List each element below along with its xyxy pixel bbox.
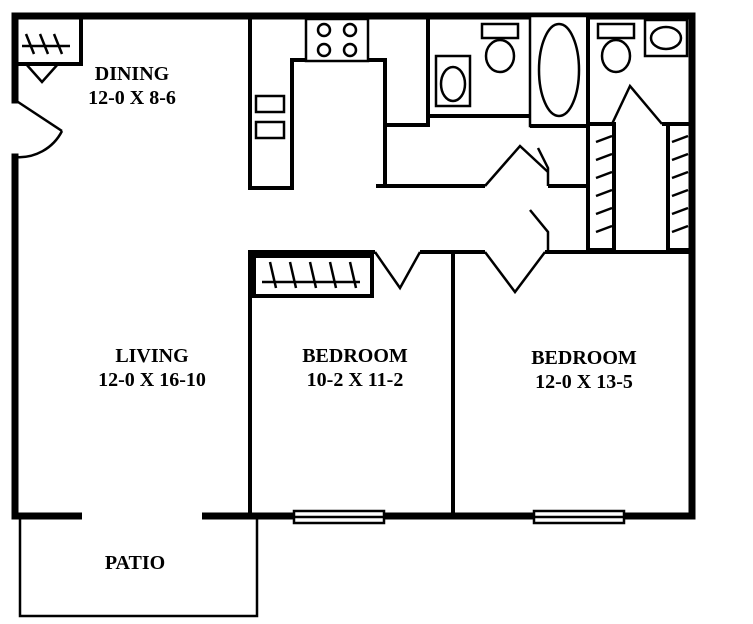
patio [18, 510, 259, 618]
windows [292, 509, 626, 525]
bedroom2-label: BEDROOM [531, 347, 637, 369]
living-dims: 12-0 X 16-10 [98, 369, 206, 391]
entry-door [14, 98, 64, 159]
bedroom2-dims: 12-0 X 13-5 [535, 371, 633, 393]
living-label: LIVING [115, 345, 189, 367]
bath2-toilet-tank [596, 22, 636, 40]
bathroom-2 [586, 16, 692, 250]
kitchen-sink [254, 94, 286, 114]
kitchen [248, 16, 485, 190]
bedroom1-label: BEDROOM [302, 345, 408, 367]
bedroom1-dims: 10-2 X 11-2 [307, 369, 404, 391]
patio-label: PATIO [105, 552, 165, 574]
bathroom-1 [428, 14, 590, 188]
stove [304, 17, 370, 63]
bath1-toilet-tank [480, 22, 520, 40]
bedroom-walls [248, 250, 692, 516]
dining-dims: 12-0 X 8-6 [88, 87, 176, 109]
coat-closet [13, 14, 83, 84]
dining-label: DINING [95, 63, 170, 85]
bedroom1-closet [252, 254, 374, 298]
